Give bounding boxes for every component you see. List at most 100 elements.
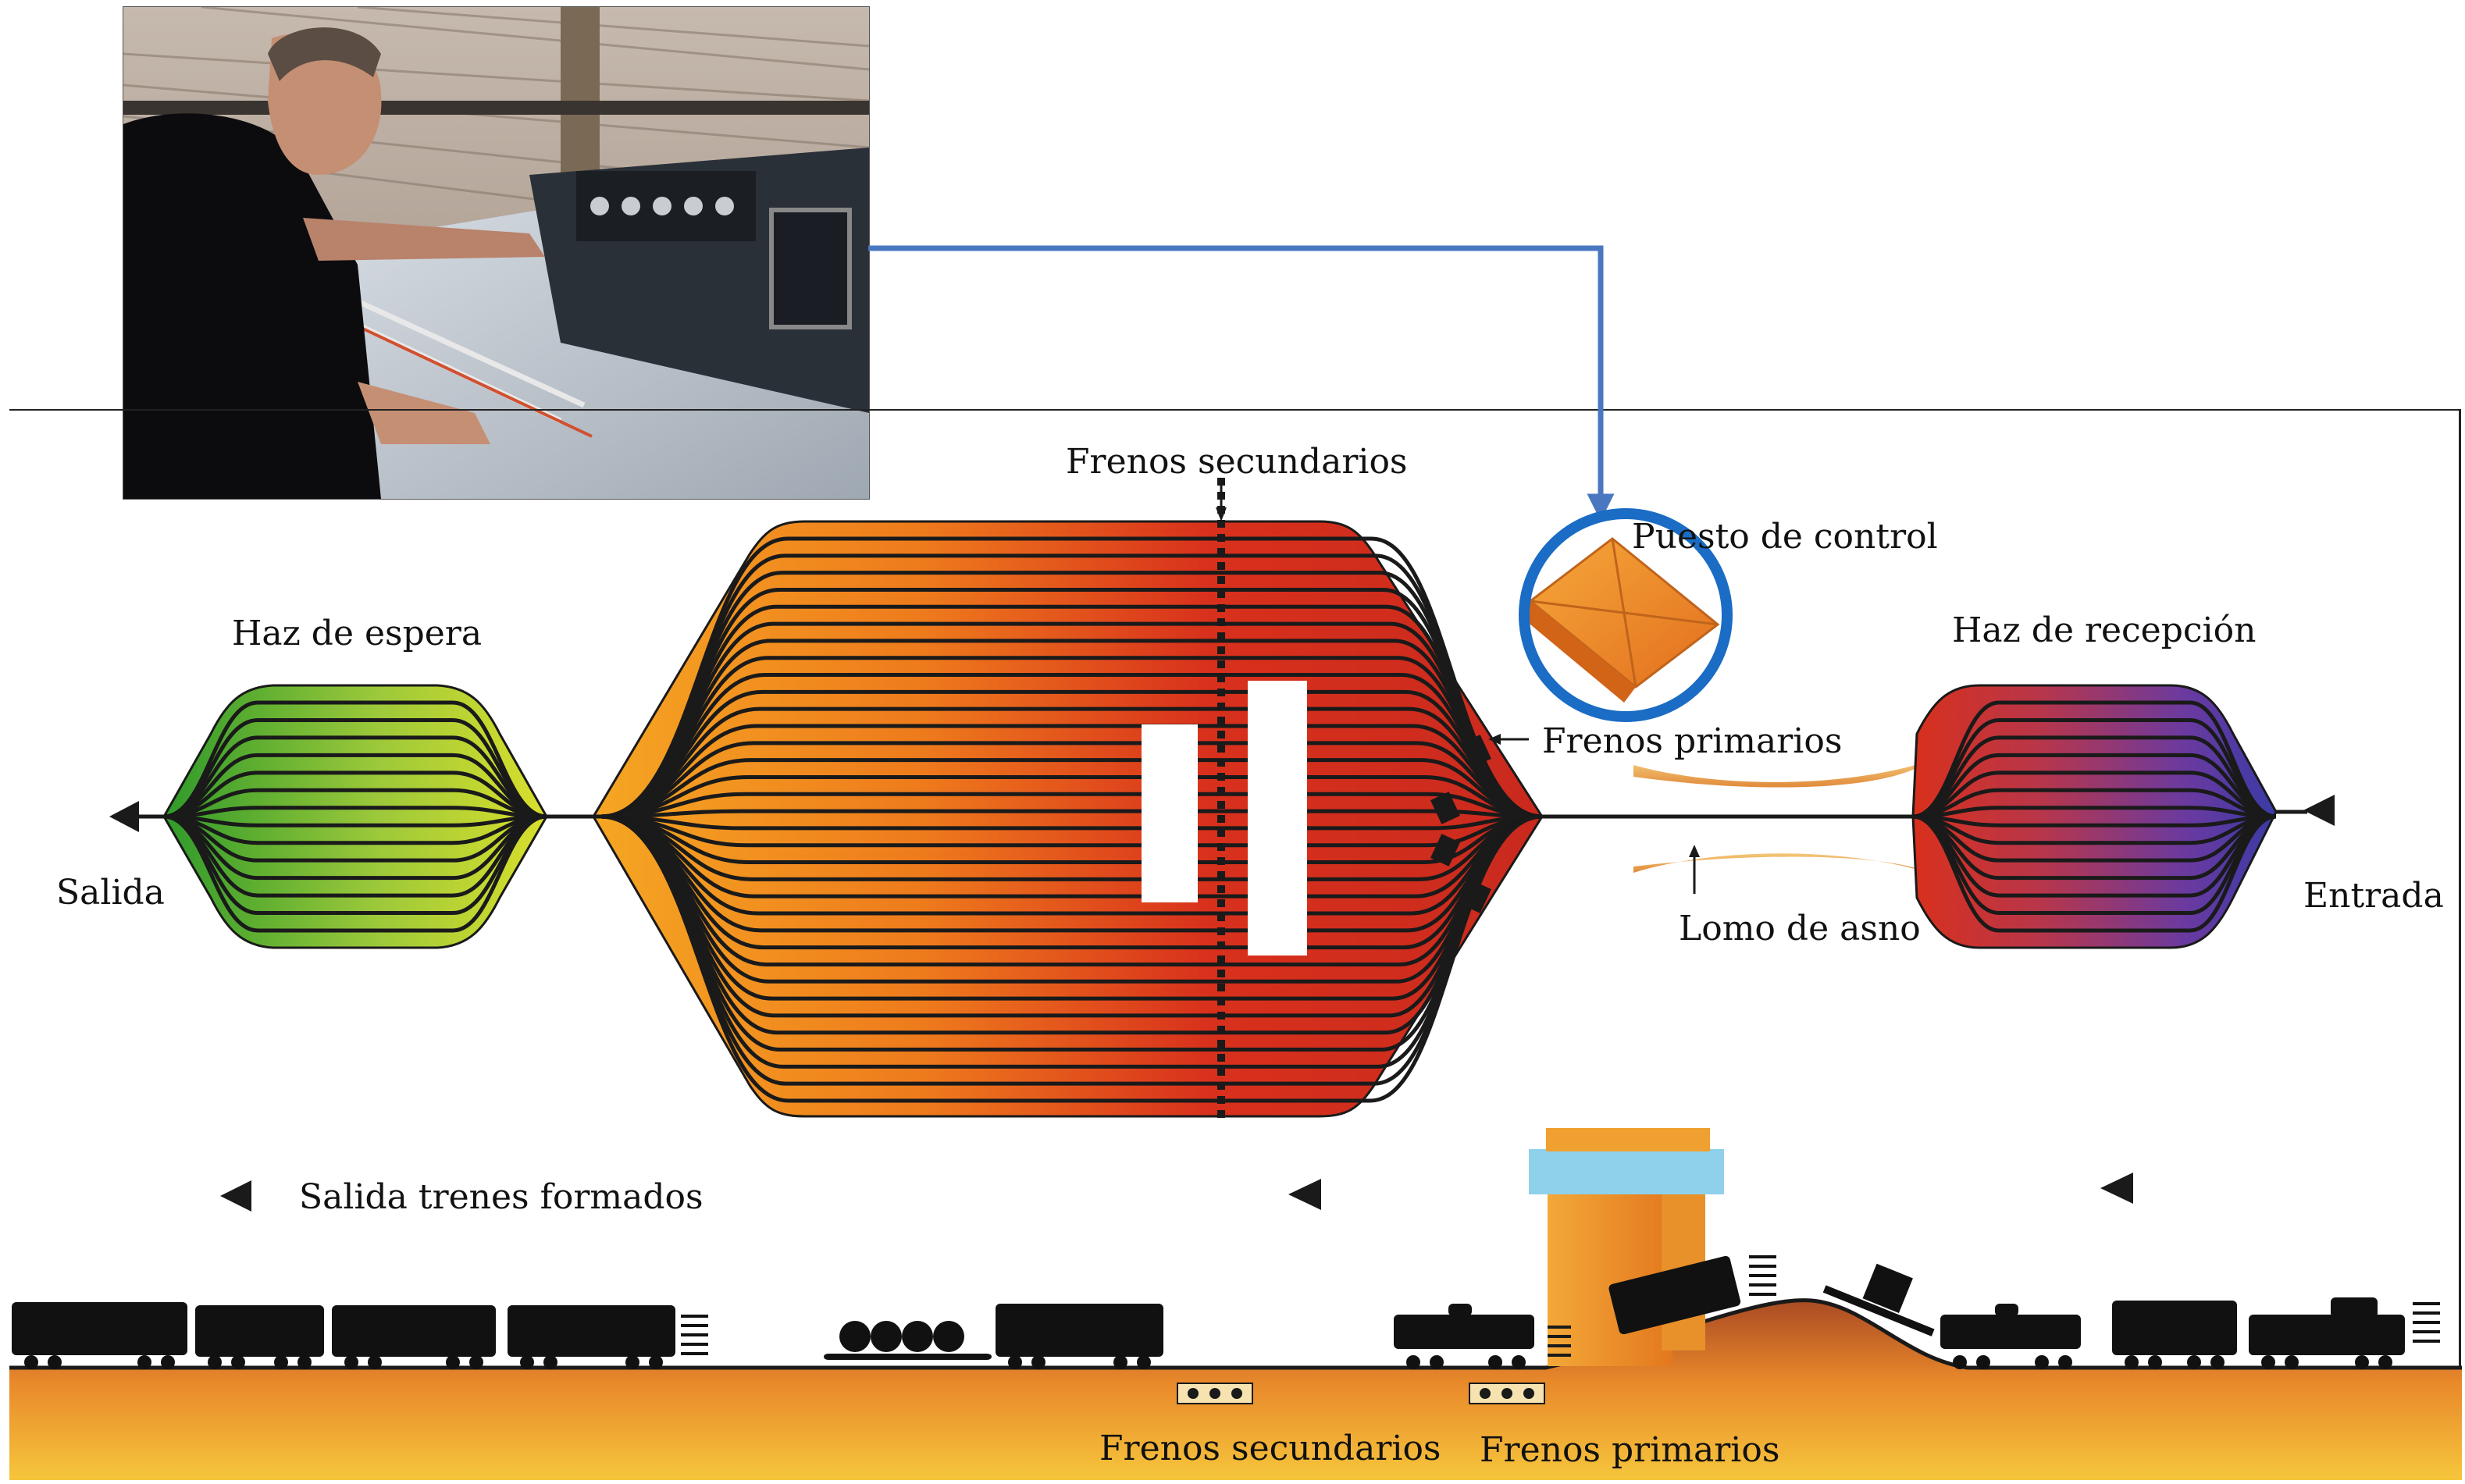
sorting-bundle-tracks [600, 536, 1543, 1103]
primary-brake-box [1469, 1383, 1545, 1404]
wagon [195, 1305, 324, 1357]
wagon [332, 1305, 496, 1357]
waiting-track [163, 814, 547, 845]
coil [839, 1321, 871, 1352]
label-frenos-secundarios-bottom: Frenos secundarios [1099, 1429, 1441, 1468]
sorting-bundle [592, 478, 1544, 1123]
wheel [297, 1355, 312, 1369]
waiting-track [163, 814, 547, 863]
receiving-bundle-tracks [1912, 700, 2277, 933]
wheel [543, 1355, 557, 1369]
hump-wagon-descending [1822, 1263, 1935, 1336]
waiting-track [163, 806, 547, 819]
wheel [2035, 1355, 2049, 1369]
receiving-track [1912, 717, 2277, 819]
wheel [2285, 1355, 2299, 1369]
waiting-track [163, 717, 547, 819]
receiving-track [1912, 814, 2277, 898]
sorting-track [600, 814, 1543, 865]
wheel [446, 1355, 460, 1369]
locomotive-cab [2331, 1297, 2378, 1318]
waiting-track [163, 814, 547, 933]
wheel [1406, 1355, 1420, 1369]
tank-car [1940, 1315, 2081, 1349]
wheel [2378, 1355, 2392, 1369]
wheel [1488, 1355, 1502, 1369]
wagon [996, 1304, 1163, 1357]
waiting-bundle [162, 684, 548, 949]
control-operator-photo-icon [123, 7, 869, 499]
wagon [508, 1305, 675, 1357]
receiving-track [1912, 788, 2277, 819]
label-salida-trenes-formados: Salida trenes formados [299, 1177, 704, 1217]
receiving-track [1912, 735, 2277, 819]
sorting-track [600, 724, 1543, 819]
waiting-bundle-tracks [163, 700, 547, 933]
coil [902, 1321, 933, 1352]
flat-wagon [824, 1354, 992, 1360]
wheel [2148, 1355, 2162, 1369]
hump-wagon [1608, 1255, 1741, 1335]
sorting-track [600, 809, 1543, 819]
wheel [161, 1355, 175, 1369]
photo-connector-arrow [868, 245, 1615, 521]
coil [933, 1321, 964, 1352]
sorting-track [600, 792, 1543, 819]
receiving-track [1912, 753, 2277, 819]
hump-shapes [1633, 761, 1929, 894]
receiving-bundle [1911, 684, 2278, 949]
label-frenos-secundarios-top: Frenos secundarios [1066, 442, 1408, 482]
coil [871, 1321, 902, 1352]
control-post-box [1521, 537, 1720, 703]
wheel [1137, 1355, 1151, 1369]
wheel [1113, 1355, 1127, 1369]
wheel [2261, 1355, 2275, 1369]
tank-dome [1995, 1304, 2018, 1316]
wheel [368, 1355, 382, 1369]
label-salida: Salida [56, 873, 165, 913]
receiving-track [1912, 814, 2277, 881]
waiting-track [163, 814, 547, 827]
wheel [625, 1355, 639, 1369]
sorting-gap-left [1142, 724, 1198, 902]
wheel [1430, 1355, 1444, 1369]
middle-arrow-icon [1288, 1179, 1321, 1210]
control-room-photo [123, 6, 870, 500]
wheel [2058, 1355, 2072, 1369]
receiving-track [1912, 700, 2277, 819]
exit-arrow-icon [109, 801, 139, 832]
wheel [1953, 1355, 1967, 1369]
wheel [1512, 1355, 1526, 1369]
wheel [208, 1355, 222, 1369]
receiving-track [1912, 814, 2277, 827]
label-frenos-primarios-top: Frenos primarios [1542, 721, 1843, 761]
right-arrow-icon [2100, 1173, 2133, 1204]
waiting-track [163, 788, 547, 819]
sorting-track [600, 814, 1543, 831]
wheel [2210, 1355, 2225, 1369]
wagon [12, 1302, 187, 1355]
wheel [1976, 1355, 1990, 1369]
wheel [137, 1355, 151, 1369]
sorting-track [600, 774, 1543, 819]
waiting-track [163, 700, 547, 819]
label-haz-de-recepcion: Haz de recepción [1952, 610, 2257, 650]
sorting-track [600, 814, 1543, 848]
wheel [344, 1355, 358, 1369]
control-tower [1529, 1128, 1724, 1366]
tank-dome [1448, 1304, 1472, 1316]
waiting-track [163, 814, 547, 898]
receiving-track [1912, 814, 2277, 863]
wheel [520, 1355, 534, 1369]
primary-brake-marks [1430, 735, 1491, 913]
wheel [2187, 1355, 2201, 1369]
tank-car [1394, 1315, 1534, 1349]
waiting-track [163, 735, 547, 819]
receiving-track [1912, 814, 2277, 845]
secondary-brake-box [1177, 1383, 1253, 1404]
label-lomo-de-asno: Lomo de asno [1679, 909, 1921, 948]
control-post-highlight-circle [1519, 508, 1733, 722]
diagram-frame [9, 409, 2461, 1480]
